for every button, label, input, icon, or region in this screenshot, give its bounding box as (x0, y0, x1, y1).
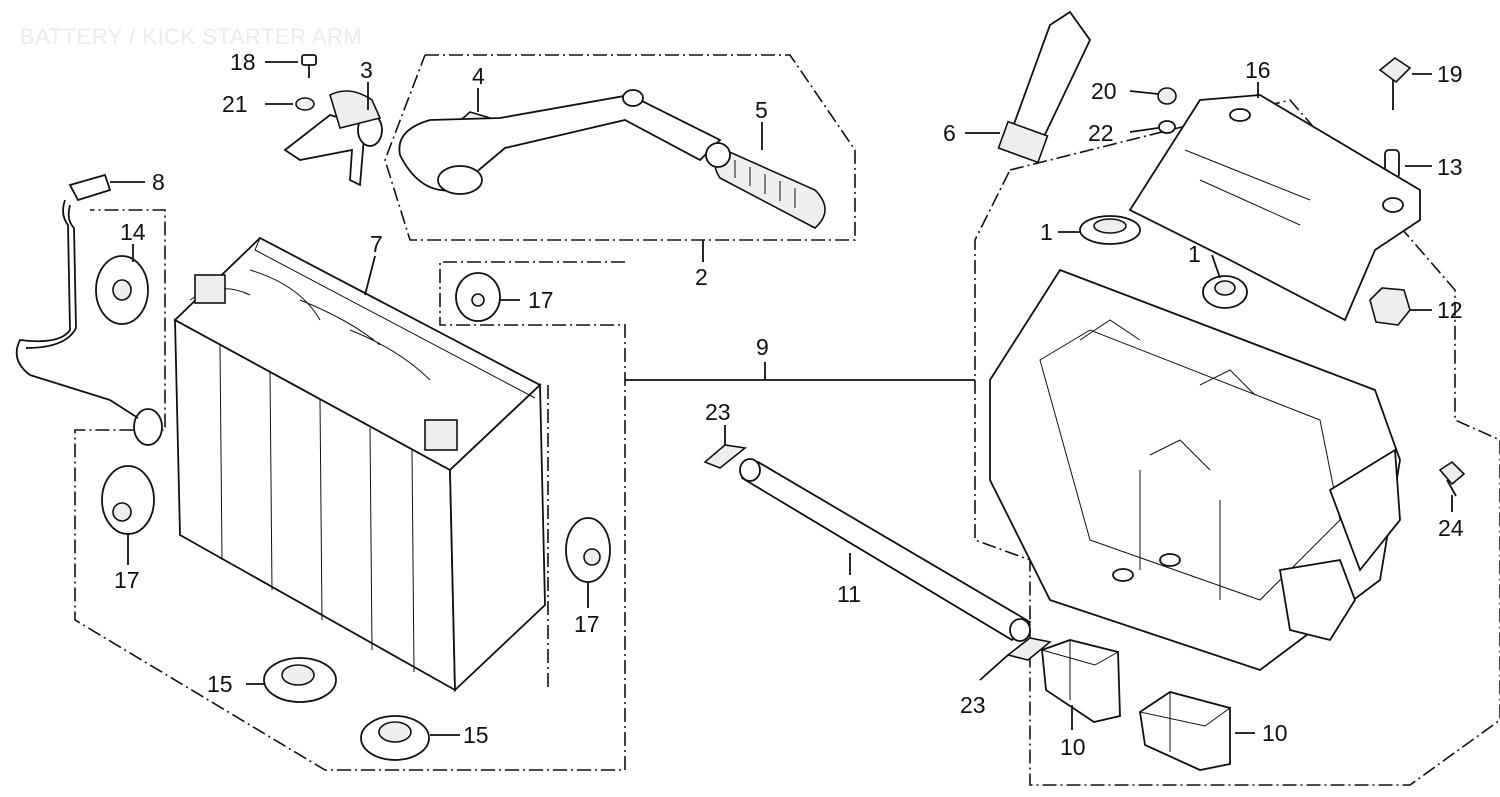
rubber-block-10-right (1139, 691, 1231, 771)
callout-14: 14 (120, 219, 146, 245)
pedal-rubber-5 (705, 142, 826, 229)
callout-23b: 23 (960, 692, 986, 718)
diagram-title: BATTERY / KICK STARTER ARM (20, 24, 363, 49)
callout-17a: 17 (528, 287, 554, 313)
rubber-block-10-left (1041, 639, 1121, 723)
callout-5: 5 (755, 97, 768, 123)
callout-7: 7 (370, 231, 383, 257)
callout-19: 19 (1437, 61, 1463, 87)
battery-holder-16 (1128, 94, 1421, 322)
callout-4: 4 (472, 63, 485, 89)
callout-17c: 17 (574, 611, 600, 637)
pin-23-upper (703, 444, 747, 469)
nut-12 (1369, 287, 1411, 326)
callout-18: 18 (230, 49, 256, 75)
callout-13: 13 (1437, 154, 1463, 180)
kick-starter-arm-2 (398, 89, 722, 195)
pad-17-top (455, 272, 501, 322)
grommet-1-right (1202, 275, 1248, 309)
bolt-19 (1378, 57, 1412, 110)
bolt-24 (1438, 460, 1466, 497)
callout-22: 22 (1088, 120, 1114, 146)
callout-10a: 10 (1060, 734, 1086, 760)
callout-9: 9 (756, 334, 769, 360)
washer-22 (1158, 120, 1176, 134)
callout-3: 3 (360, 57, 373, 83)
pad-17-left (101, 465, 155, 535)
callout-23a: 23 (705, 399, 731, 425)
battery-group-outline (74, 209, 626, 771)
callout-20: 20 (1091, 78, 1117, 104)
kick-arm-group-outline (384, 54, 856, 241)
rubber-15-lower (360, 715, 430, 761)
grommet-1-left (1079, 215, 1141, 245)
bolt-18 (301, 54, 317, 78)
callout-12: 12 (1437, 297, 1463, 323)
callout-1b: 1 (1188, 241, 1201, 267)
pin-23-lower (1006, 637, 1052, 661)
callout-1a: 1 (1040, 219, 1053, 245)
callout-24: 24 (1438, 515, 1464, 541)
pad-14 (95, 255, 149, 325)
nut-20 (1157, 87, 1177, 105)
callout-17b: 17 (114, 567, 140, 593)
battery-7 (173, 236, 546, 693)
callout-21: 21 (222, 91, 248, 117)
callout-15b: 15 (463, 722, 489, 748)
strap-6 (997, 10, 1092, 164)
leader-lines (110, 61, 1453, 736)
callout-16: 16 (1245, 57, 1271, 83)
callout-6: 6 (943, 120, 956, 146)
pad-17-right (565, 517, 611, 583)
rod-11 (739, 458, 1032, 642)
battery-case-group-outline (974, 99, 1500, 786)
callout-15a: 15 (207, 671, 233, 697)
callout-10b: 10 (1262, 720, 1288, 746)
nut-21 (295, 97, 315, 111)
callout-11: 11 (837, 581, 861, 607)
rubber-15-upper (263, 657, 337, 703)
cable-8 (15, 173, 163, 446)
callout-2: 2 (695, 264, 708, 290)
battery-case-9 (989, 268, 1401, 672)
callout-8: 8 (152, 169, 165, 195)
